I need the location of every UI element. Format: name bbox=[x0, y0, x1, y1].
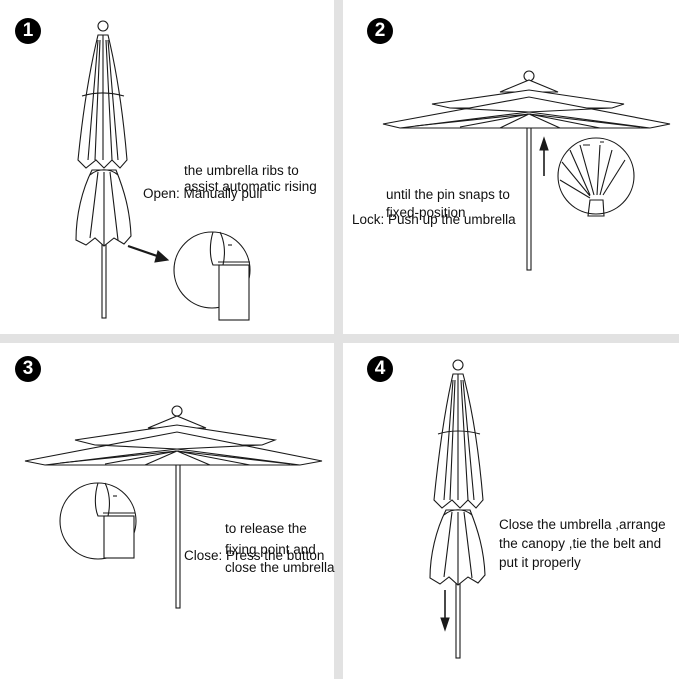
step-3-line-3: fixing point and bbox=[225, 542, 316, 557]
step-3-line-1: Press the button bbox=[226, 548, 325, 563]
step-3-line-4: close the umbrella bbox=[225, 560, 335, 575]
step-4-line-2: the canopy ,tie the belt and bbox=[499, 536, 662, 551]
step-1-line-2: the umbrella ribs to bbox=[184, 163, 299, 178]
step-4-line-3: put it properly bbox=[499, 555, 581, 570]
step-3-badge: 3 bbox=[15, 356, 41, 382]
step-1-badge: 1 bbox=[15, 18, 41, 44]
step-1-text: Open: Manually pull bbox=[143, 136, 262, 251]
step-3-label: Close: bbox=[184, 548, 223, 563]
step-2-label: Lock: bbox=[352, 212, 385, 227]
step-1-label: Open: bbox=[143, 186, 180, 201]
step-1-line-3: assist automatic rising bbox=[184, 179, 317, 194]
step-2-line-3: fixed-position bbox=[386, 205, 466, 220]
step-2-line-2: until the pin snaps to bbox=[386, 187, 510, 202]
step-2-line-1: Push up the umbrella bbox=[388, 212, 516, 227]
horizontal-divider bbox=[0, 334, 679, 343]
step-2-badge: 2 bbox=[367, 18, 393, 44]
step-3-text: Close: Press the button bbox=[184, 498, 324, 613]
step-4-badge: 4 bbox=[367, 356, 393, 382]
step-1-line-1: Manually pull bbox=[183, 186, 263, 201]
step-3-line-2: to release the bbox=[225, 521, 307, 536]
step-2-text: Lock: Push up the umbrella bbox=[352, 162, 516, 277]
step-4-line-1: Close the umbrella ,arrange bbox=[499, 517, 666, 532]
